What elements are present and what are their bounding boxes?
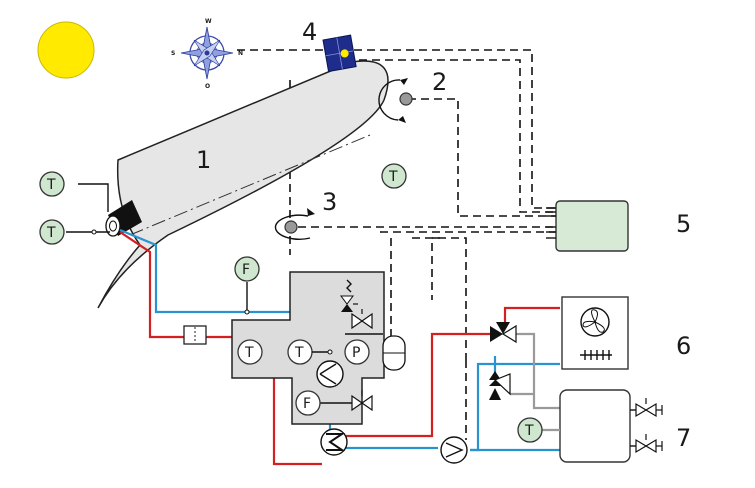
check-valve-icon: [630, 434, 663, 454]
label-tracking-2: 3: [322, 188, 337, 216]
sun-icon: [37, 21, 95, 79]
svg-text:T: T: [46, 225, 56, 241]
controller-terminals: [546, 207, 556, 239]
flow-gauge-collector: F: [234, 256, 260, 282]
compass-west-label: W: [205, 18, 212, 25]
compass-rose-icon: N S W O: [171, 18, 243, 90]
controller-box: [555, 200, 629, 252]
temp-gauge-collector-inlet: T: [39, 219, 65, 245]
heat-unit: [561, 296, 629, 370]
fan-icon: [580, 307, 610, 337]
three-way-valve-icon: [490, 322, 517, 344]
label-heat-unit: 6: [676, 332, 691, 360]
valve-icon: [320, 390, 373, 412]
svg-text:T: T: [294, 345, 304, 361]
temp-gauge-station-2: T: [287, 339, 333, 365]
pressure-gauge-station: P: [344, 339, 370, 365]
compass-east-label: O: [205, 83, 210, 90]
svg-text:T: T: [46, 177, 56, 193]
svg-text:T: T: [388, 169, 398, 185]
svg-text:F: F: [242, 262, 250, 278]
pump-icon: [316, 360, 344, 388]
svg-text:P: P: [352, 345, 360, 361]
storage-tank: [559, 389, 631, 463]
svg-text:F: F: [303, 396, 311, 412]
valve-icon: [351, 309, 373, 330]
radiator-icon: [580, 350, 612, 360]
svg-text:T: T: [524, 423, 534, 439]
label-tracking-1: 2: [432, 68, 447, 96]
control-wiring: [237, 49, 556, 440]
temp-gauge-tank: T: [517, 417, 543, 443]
solar-sensor-icon: [322, 34, 357, 73]
signal-lines: [66, 183, 250, 315]
rotation-motor-icon: [274, 208, 315, 240]
temp-gauge-station-1: T: [237, 339, 263, 365]
pump-icon: [440, 436, 468, 464]
label-storage-tank: 7: [676, 424, 691, 452]
svg-text:T: T: [244, 345, 254, 361]
three-way-valve-icon: [489, 371, 511, 400]
label-controller: 5: [676, 210, 691, 238]
flow-gauge-station: F: [295, 390, 321, 416]
rotation-motor-icon: [378, 78, 413, 123]
temp-gauge-collector-top: T: [39, 171, 65, 197]
compass-south-label: S: [171, 50, 175, 57]
label-collector: 1: [196, 146, 211, 174]
heat-exchanger-icon: [320, 428, 348, 456]
compass-north-label: N: [238, 50, 243, 57]
label-solar-sensor: 4: [302, 18, 317, 46]
check-valve-icon: [630, 398, 663, 418]
temp-gauge-ambient: T: [381, 163, 407, 189]
safety-valve-icon: [340, 279, 358, 312]
